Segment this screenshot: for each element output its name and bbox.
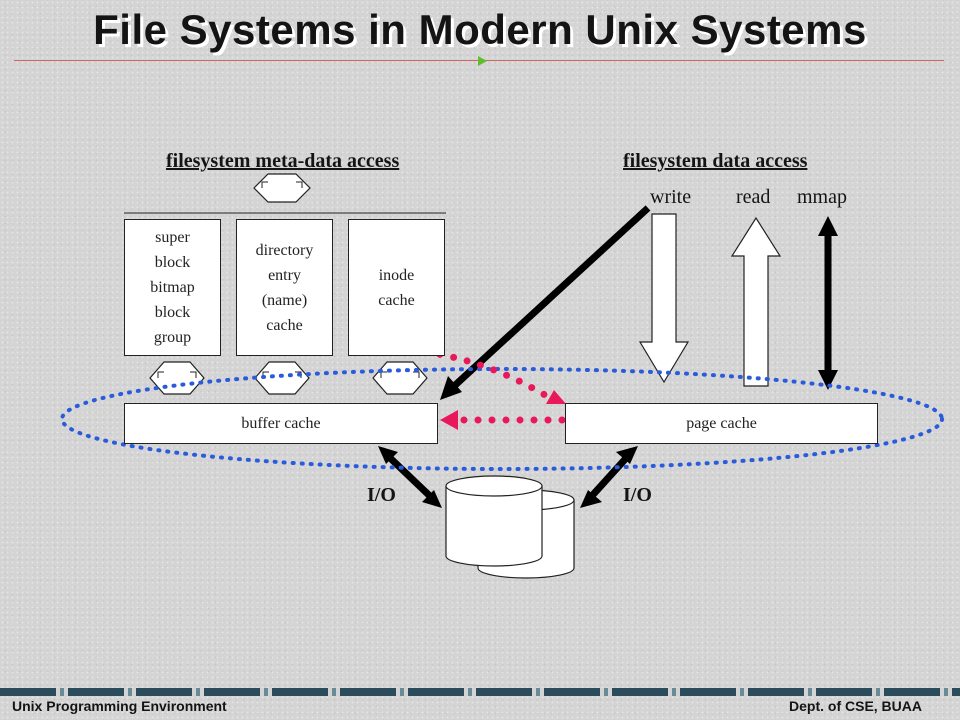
- dentry-line: (name): [261, 291, 308, 309]
- dentry-cache-box: directory entry (name) cache: [236, 219, 333, 356]
- inode-cache-box: inode cache: [348, 219, 445, 356]
- data-access-heading: filesystem data access: [623, 150, 808, 172]
- io-left-arrow-head-bottom: [422, 490, 442, 508]
- dentry-double-arrow: [254, 361, 310, 395]
- buffer-cache-box: buffer cache: [124, 403, 438, 444]
- mmap-arrow-down: [818, 370, 838, 390]
- title-marker-icon: [478, 56, 487, 66]
- inode-line: inode: [378, 266, 415, 284]
- read-label: read: [736, 186, 771, 208]
- superblock-box: super block bitmap block group: [124, 219, 221, 356]
- slide-title: File Systems in Modern Unix Systems: [93, 6, 867, 53]
- io-right-label: I/O: [623, 484, 652, 506]
- superblock-line: group: [153, 329, 192, 346]
- page-cache-box: page cache: [565, 403, 878, 444]
- dentry-line: entry: [268, 266, 301, 284]
- superblock-line: block: [154, 254, 191, 271]
- dentry-line: cache: [266, 316, 303, 334]
- io-right-arrow-head-top: [616, 446, 638, 464]
- io-right-arrow-head-bottom: [580, 490, 602, 508]
- mmap-label: mmap: [797, 186, 847, 208]
- footer-band: [0, 688, 960, 696]
- read-up-arrow: [730, 216, 782, 387]
- meta-access-double-arrow: [253, 173, 311, 203]
- cache-layer-ellipse: [60, 367, 944, 471]
- mmap-arrow-up: [818, 216, 838, 236]
- io-left-label: I/O: [367, 484, 396, 506]
- footer-left: Unix Programming Environment: [12, 698, 227, 714]
- inode-double-arrow: [372, 361, 428, 395]
- meta-data-heading: filesystem meta-data access: [166, 150, 400, 172]
- dentry-line: directory: [255, 241, 314, 259]
- io-left-arrow-head-top: [378, 446, 398, 464]
- superblock-line: super: [155, 229, 190, 246]
- disk-icon: [445, 475, 575, 579]
- superblock-line: block: [154, 304, 191, 321]
- write-label: write: [650, 186, 692, 208]
- write-down-arrow: [638, 213, 690, 384]
- inode-line: cache: [378, 291, 415, 309]
- footer-right: Dept. of CSE, BUAA: [789, 698, 922, 714]
- write-to-buffer-arrow: [449, 205, 651, 391]
- superblock-line: bitmap: [150, 279, 195, 296]
